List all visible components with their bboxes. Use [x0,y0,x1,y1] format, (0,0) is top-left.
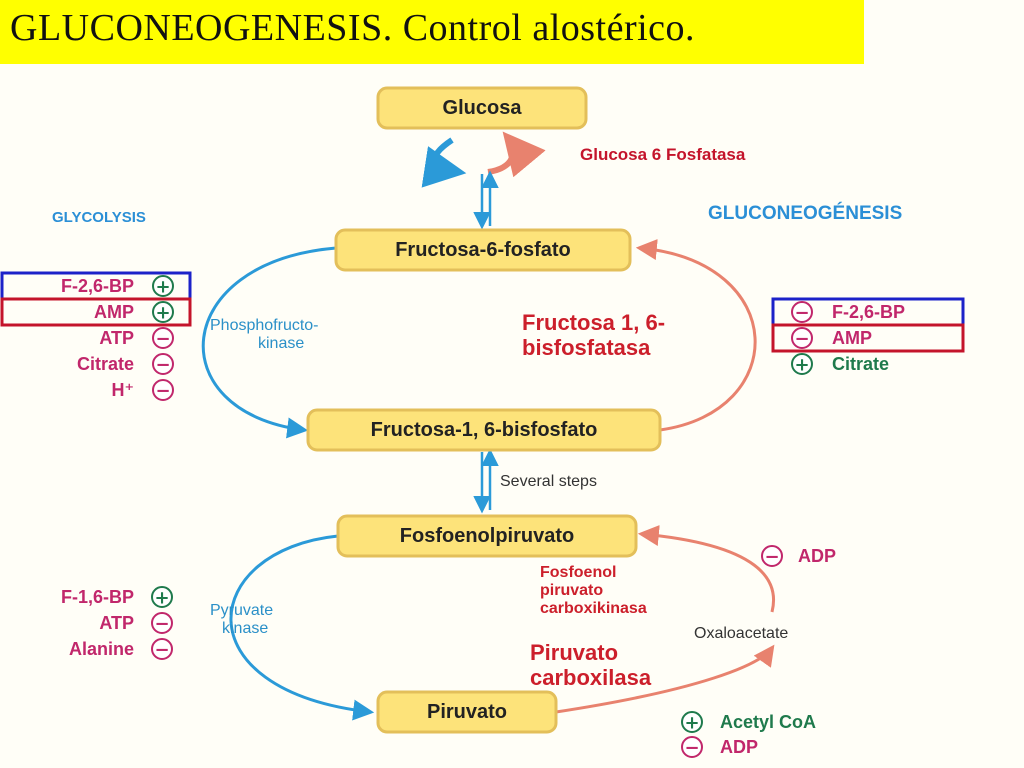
enzyme-pk-line-1: Pyruvate [210,602,273,619]
regulator-pepck-0: ADP− [761,545,836,568]
regulator-label: ATP [99,613,134,633]
minus-sign-icon [791,327,813,349]
sign-glyph: + [684,713,699,734]
enzyme-pfk-line-1: Phosphofructo- [210,317,319,334]
regulator-label: Acetyl CoA [720,712,816,732]
pc-regulators: Acetyl CoA + ADP − [681,711,816,759]
regulator-label: F-2,6-BP [61,276,134,296]
enzyme-pk-line-2: kinase [222,620,268,637]
sign-glyph: − [684,738,699,759]
sign-glyph: − [794,329,809,350]
plus-sign-icon [791,353,813,375]
regulator-pfk-1: AMP + [0,297,192,327]
minus-sign-icon [681,736,703,758]
regulator-pc-0: Acetyl CoA + [681,711,816,734]
sign-glyph: − [155,381,170,402]
enzyme-glucosa-6-fosfatasa: Glucosa 6 Fosfatasa [580,145,746,164]
fbpase-regulators: F-2,6-BP − AMP − Citrate + [771,297,965,376]
minus-sign-icon [152,327,174,349]
regulator-pfk-2: ATP − [99,327,174,350]
minus-sign-icon [791,301,813,323]
regulator-pk-1: ATP− [99,612,173,635]
enzyme-pc-line-2: carboxilasa [530,665,652,690]
enzyme-pepck-line-2: piruvato [540,582,603,599]
pc-arrow [555,644,775,714]
pk-regulators: F-1,6-BP+ATP−Alanine− [61,586,173,661]
svg-text:Glucosa: Glucosa [443,97,523,119]
minus-sign-icon [152,379,174,401]
svg-text:Piruvato: Piruvato [427,701,507,723]
minus-sign-icon [761,545,783,567]
sign-glyph: − [154,614,169,635]
regulator-pfk-3: Citrate − [77,353,174,376]
regulator-pfk-4: H⁺− [112,379,174,402]
fbpase-arrow [635,239,757,432]
highlight-box [0,297,192,327]
pfk-arrow [201,246,337,439]
regulator-label: AMP [832,328,872,348]
plus-sign-icon [681,711,703,733]
page-title: GLUCONEOGENESIS. Control alostérico. [10,7,696,49]
sign-glyph: + [155,277,170,298]
pepck-regulators: ADP− [761,545,836,568]
minus-sign-icon [151,638,173,660]
several-steps-label: Several steps [500,473,597,490]
minus-sign-icon [151,612,173,634]
title-bar: GLUCONEOGENESIS. Control alostérico. [0,0,864,64]
regulator-label: H⁺ [112,380,135,400]
sign-glyph: − [155,355,170,376]
regulator-label: ATP [99,328,134,348]
regulator-label: ADP [798,546,836,566]
node-glucosa: Glucosa [376,86,588,130]
pepck-arrow [637,525,776,613]
node-fructosa-1-6-bisfosfato: Fructosa-1, 6-bisfosfato [306,408,662,452]
sign-glyph: − [154,640,169,661]
sign-glyph: − [794,303,809,324]
sign-glyph: − [155,329,170,350]
enzyme-pepck-line-3: carboxikinasa [540,600,647,617]
node-piruvato: Piruvato [376,690,558,734]
regulator-pk-2: Alanine− [69,638,173,661]
enzyme-fbpase-line-2: bisfosfatasa [522,335,651,360]
regulator-label: F-1,6-BP [61,587,134,607]
regulator-fbpase-1: AMP − [771,323,965,353]
regulator-label: Citrate [832,354,889,374]
enzyme-pepck-line-1: Fosfoenol [540,564,616,581]
svg-text:Fructosa-1, 6-bisfosfato: Fructosa-1, 6-bisfosfato [371,419,598,441]
sign-glyph: + [794,355,809,376]
regulator-pk-0: F-1,6-BP + [61,586,173,609]
plus-sign-icon [151,586,173,608]
sign-glyph: + [155,303,170,324]
enzyme-fbpase-line-1: Fructosa 1, 6- [522,310,665,335]
plus-sign-icon [152,275,174,297]
regulator-pc-1: ADP − [681,736,758,759]
oxaloacetate-label: Oxaloacetate [694,625,788,642]
sign-glyph: − [764,547,779,568]
svg-text:Fructosa-6-fosfato: Fructosa-6-fosfato [395,239,571,261]
highlight-box [771,323,965,353]
regulator-label: F-2,6-BP [832,302,905,322]
glucose-uptake-arrow [421,137,467,188]
glucose-release-arrow [487,131,546,178]
regulator-label: Alanine [69,639,134,659]
gluconeogenesis-label: GLUCONEOGÉNESIS [708,202,902,224]
regulator-pfk-0: F-2,6-BP + [0,271,192,301]
node-fosfoenolpiruvato: Fosfoenolpiruvato [336,514,638,558]
enzyme-pfk-line-2: kinase [258,335,304,352]
glycolysis-label: GLYCOLYSIS [52,209,146,226]
pk-arrow [229,534,375,721]
plus-sign-icon [152,301,174,323]
pfk-regulators: F-2,6-BP+AMP+ATP−Citrate−H⁺− [0,271,192,402]
node-fructosa-6-fosfato: Fructosa-6-fosfato [334,228,632,272]
minus-sign-icon [152,353,174,375]
regulator-label: AMP [94,302,134,322]
regulator-fbpase-2: Citrate + [791,353,889,376]
enzyme-pc-line-1: Piruvato [530,640,618,665]
sign-glyph: + [154,588,169,609]
regulator-fbpase-0: F-2,6-BP − [771,297,965,327]
svg-text:Fosfoenolpiruvato: Fosfoenolpiruvato [400,525,574,547]
regulator-label: ADP [720,737,758,757]
regulator-label: Citrate [77,354,134,374]
